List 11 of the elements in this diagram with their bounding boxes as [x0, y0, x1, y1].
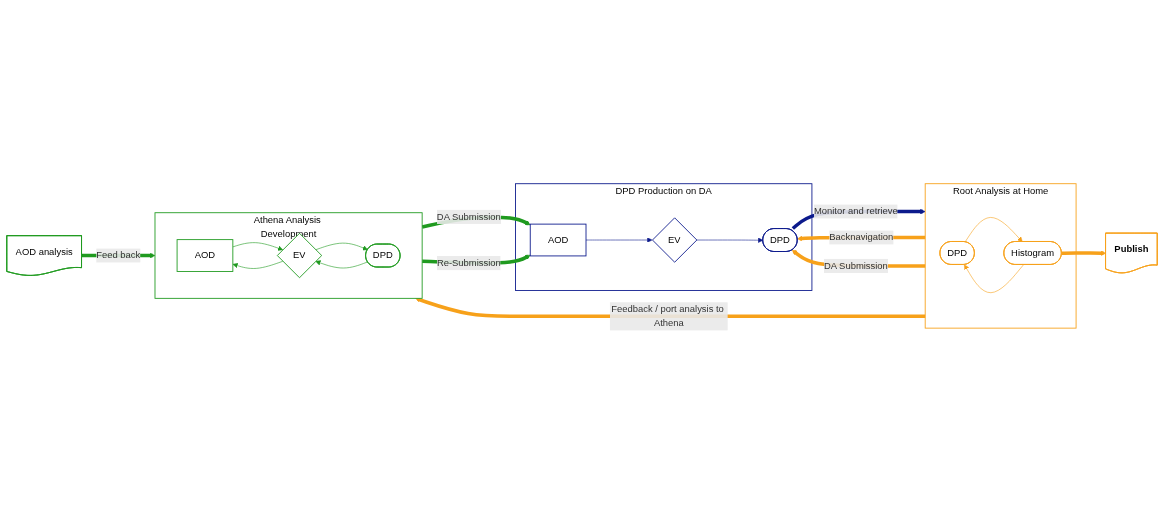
- edge-label: Monitor and retrieve: [813, 206, 898, 217]
- edge-label: Feedback / port analysis to Athena: [611, 303, 724, 329]
- node-box: AOD: [176, 239, 234, 272]
- node-box: AOD: [529, 223, 587, 257]
- edge-label: DA Submission: [823, 260, 888, 271]
- edge-label: Backnavigation: [829, 232, 894, 243]
- edge-label: Re-Submission: [436, 257, 501, 268]
- edge-label: Feed back: [96, 250, 141, 261]
- node-diamond: EV: [652, 217, 698, 263]
- arrow: [1061, 250, 1107, 256]
- edge-label: DA Submission: [436, 211, 501, 222]
